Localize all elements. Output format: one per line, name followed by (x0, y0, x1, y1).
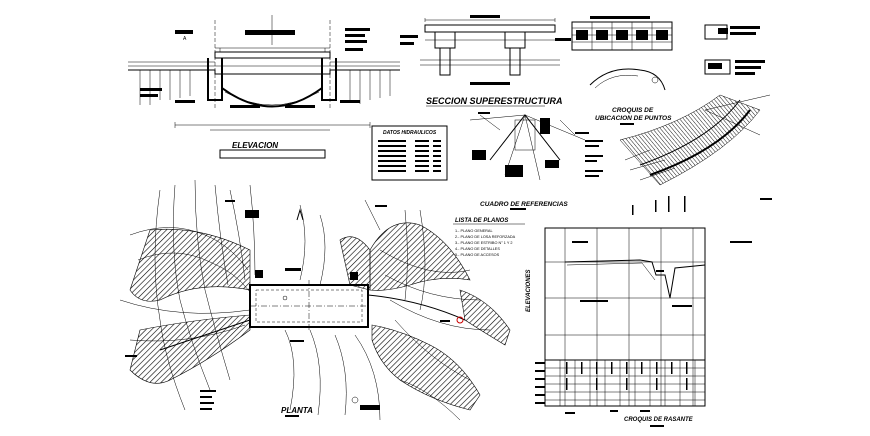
location-sketch-title-1: CROQUIS DE (612, 107, 654, 114)
drawing-list-item: 1.- PLANO GENERAL (455, 229, 493, 233)
grade-profile: CROQUIS DE RASANTE ELEVACIONES (526, 196, 752, 427)
grade-profile-title: CROQUIS DE RASANTE (624, 417, 694, 423)
elevation-title: ELEVACION (232, 141, 278, 150)
drawing-list-item: 3.- PLANO DE ESTRIBO N° 1 Y 2 (455, 241, 513, 245)
plan-view: PLANTA (119, 179, 511, 421)
vehicle-icons (704, 24, 765, 75)
location-sketch-title-2: UBICACION DE PUNTOS (595, 115, 672, 122)
drawing-list-title: LISTA DE PLANOS (455, 218, 508, 224)
hydraulic-data-box: DATOS HIDRAULICOS (371, 125, 448, 181)
coordinates-table (571, 16, 673, 51)
superstructure-title: SECCION SUPERESTRUCTURA (426, 96, 563, 106)
plan-title: PLANTA (281, 406, 313, 415)
hydraulic-data-title: DATOS HIDRAULICOS (383, 130, 437, 136)
drawing-list-item: 4.- PLANO DE DETALLES (455, 247, 500, 251)
drawing-list: LISTA DE PLANOS 1.- PLANO GENERAL 2.- PL… (453, 218, 525, 257)
elevation-drawing: ELEVACION A (128, 15, 400, 159)
superstructure-section: SECCION SUPERESTRUCTURA (400, 15, 571, 107)
drawing-list-item: 2.- PLANO DE LOSA REFORZADA (455, 235, 516, 239)
svg-text:A: A (183, 36, 187, 42)
drawing-list-item: 5.- PLANO DE ACCESOS (455, 253, 500, 257)
references-sketch: CUADRO DE REFERENCIAS (469, 112, 603, 210)
bridge-perspective-sketch (619, 94, 772, 200)
location-sketch: CROQUIS DE UBICACION DE PUNTOS (589, 68, 672, 125)
references-title: CUADRO DE REFERENCIAS (480, 201, 568, 208)
elevations-axis-label: ELEVACIONES (526, 269, 532, 312)
